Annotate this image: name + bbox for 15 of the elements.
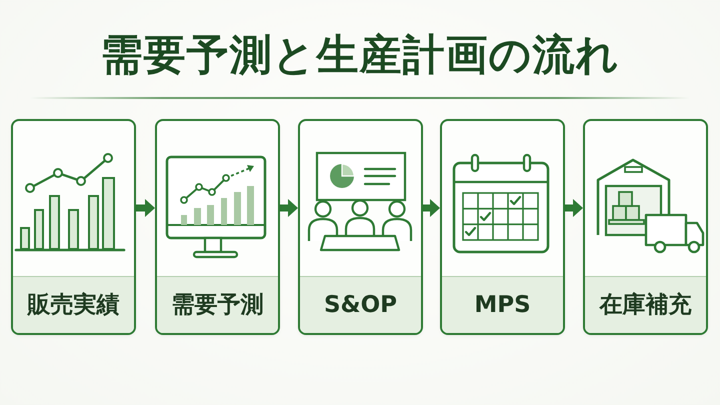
- step-label: S&OP: [324, 291, 398, 319]
- step-label: 販売実績: [28, 291, 120, 319]
- process-card: [11, 119, 136, 335]
- process-card: [440, 119, 565, 335]
- arrow: [565, 199, 583, 217]
- arrow: [280, 199, 298, 217]
- step-label: MPS: [474, 291, 531, 319]
- step-label: 需要予測: [172, 291, 264, 319]
- process-card: [298, 119, 423, 335]
- process-card: [583, 119, 708, 335]
- arrow: [136, 199, 155, 217]
- title: 需要予測と生産計画の流れ: [100, 30, 620, 80]
- process-card: [155, 119, 280, 335]
- step-label: 在庫補充: [600, 291, 692, 319]
- arrow: [423, 199, 440, 217]
